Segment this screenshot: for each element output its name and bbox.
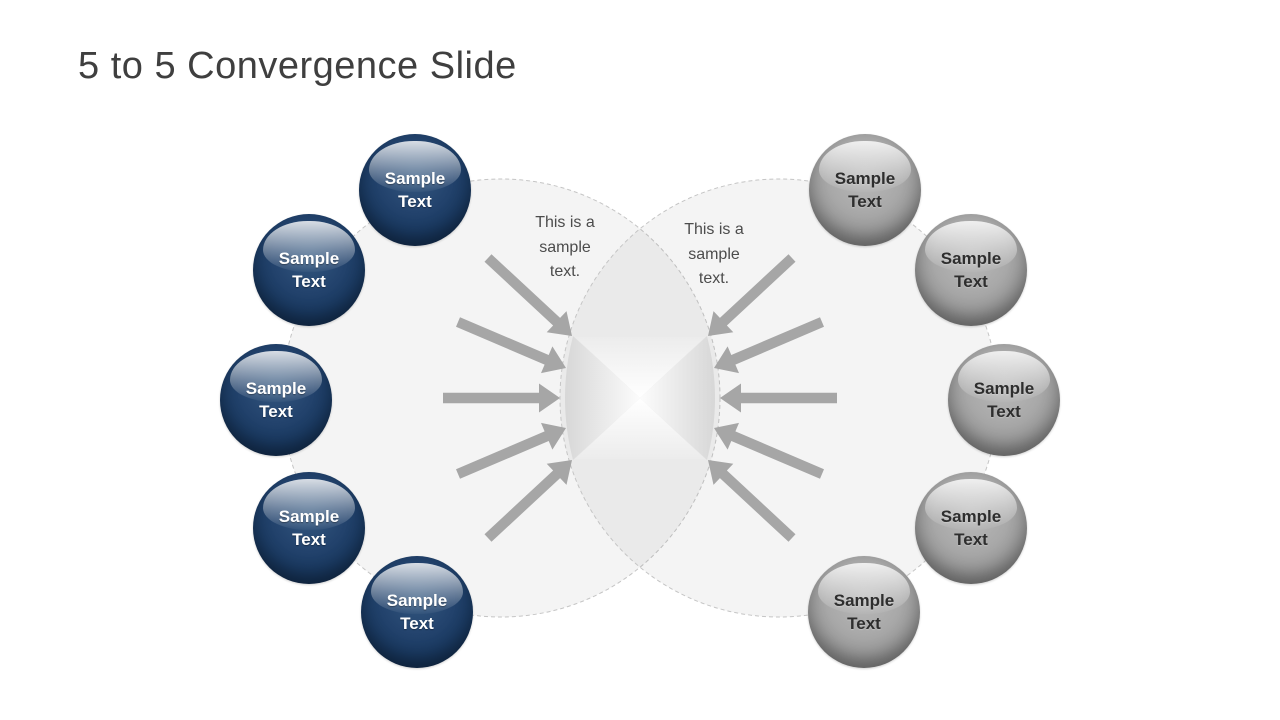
vee-top [575, 337, 705, 398]
cone-right [640, 336, 715, 460]
label-line: This is a [535, 214, 595, 231]
right-convergence-label: This is a sample text. [634, 218, 794, 292]
left-convergence-label: This is a sample text. [485, 211, 645, 285]
vee-bottom [575, 398, 705, 459]
label-line: sample [539, 238, 591, 256]
arrow-left-2 [456, 317, 566, 374]
label-line: This is a [684, 221, 744, 238]
label-line: sample [688, 245, 740, 263]
arrow-left-5 [484, 460, 572, 542]
arrow-left-3 [443, 383, 560, 413]
label-line: text. [549, 263, 581, 280]
cone-left [565, 336, 640, 460]
arrow-left-1 [484, 254, 572, 336]
arrow-left-4 [456, 422, 566, 479]
arrow-right-1 [708, 254, 796, 336]
arrow-right-2 [714, 317, 824, 374]
label-line: text. [698, 270, 730, 287]
arrow-right-3 [720, 383, 837, 413]
arrow-right-5 [708, 460, 796, 542]
arrow-right-4 [714, 422, 824, 479]
slide-title: 5 to 5 Convergence Slide [78, 45, 517, 87]
